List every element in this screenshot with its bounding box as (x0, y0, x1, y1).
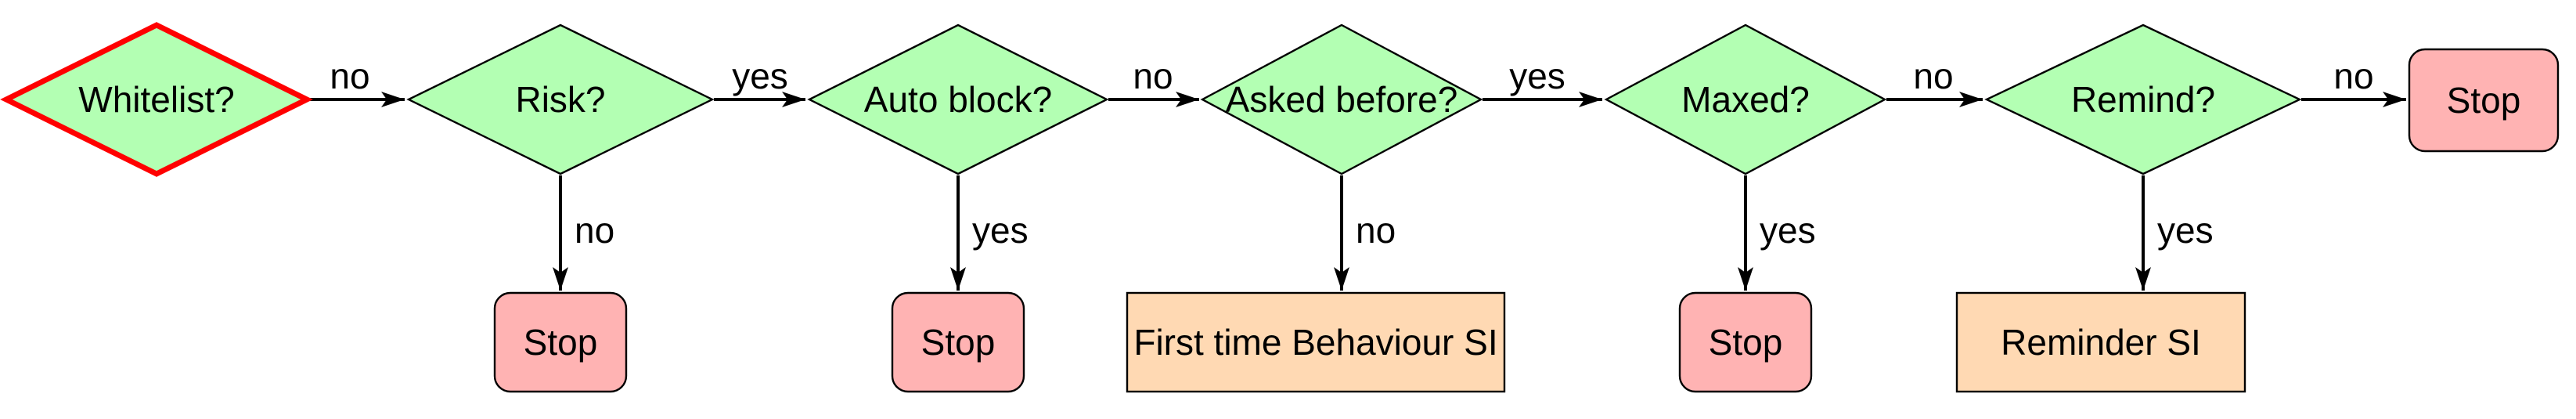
edge-auto-block-to-asked-before: no (1108, 56, 1199, 107)
remind-diamond (1984, 23, 2302, 175)
edge-label-asked-before-to-maxed: yes (1509, 56, 1565, 96)
edge-label-risk-to-auto-block: yes (732, 56, 788, 96)
stop-after-remind-label: Stop (2447, 80, 2521, 121)
edge-label-asked-before-to-first-time: no (1356, 210, 1396, 251)
stop-after-risk-box (493, 291, 628, 393)
first-time-behaviour-si-label: First time Behaviour SI (1133, 322, 1497, 363)
stop-after-risk-label: Stop (524, 322, 598, 363)
edge-remind-to-reminder-si: yes (2135, 175, 2214, 291)
first-time-behaviour-si-box (1126, 291, 1506, 393)
reminder-si-box (1955, 291, 2246, 393)
auto-block-diamond (807, 23, 1109, 175)
edge-risk-to-auto-block: yes (714, 56, 805, 107)
edge-risk-to-stop: no (553, 175, 614, 291)
node-whitelist: Whitelist? (0, 22, 313, 177)
node-stop-after-remind: Stop (2408, 48, 2560, 153)
stop-after-maxed-label: Stop (1709, 322, 1783, 363)
node-stop-after-risk: Stop (493, 291, 628, 393)
node-remind: Remind? (1984, 23, 2302, 175)
whitelist-label: Whitelist? (78, 79, 234, 120)
edge-label-risk-to-stop: no (575, 210, 614, 251)
edge-maxed-to-remind: no (1886, 56, 1983, 107)
node-asked-before: Asked before? (1200, 23, 1483, 175)
edge-label-remind-to-reminder-si: yes (2157, 210, 2214, 251)
remind-label: Remind? (2071, 79, 2215, 120)
node-first-time-behaviour-si: First time Behaviour SI (1126, 291, 1506, 393)
node-auto-block: Auto block? (807, 23, 1109, 175)
whitelist-diamond (0, 22, 313, 177)
edge-whitelist-to-risk: no (308, 56, 405, 107)
node-risk: Risk? (406, 23, 715, 175)
node-stop-after-auto-block: Stop (891, 291, 1025, 393)
edge-remind-to-stop: no (2301, 56, 2406, 107)
maxed-diamond (1604, 23, 1887, 175)
stop-after-auto-block-label: Stop (921, 322, 996, 363)
stop-after-maxed-box (1678, 291, 1813, 393)
edge-asked-before-to-maxed: yes (1483, 56, 1602, 107)
risk-label: Risk? (515, 79, 605, 120)
stop-after-auto-block-box (891, 291, 1025, 393)
edge-asked-before-to-first-time: no (1334, 175, 1396, 291)
edge-label-auto-block-to-asked-before: no (1133, 56, 1173, 96)
edge-label-whitelist-to-risk: no (330, 56, 369, 96)
asked-before-label: Asked before? (1226, 79, 1458, 120)
node-maxed: Maxed? (1604, 23, 1887, 175)
edge-label-maxed-to-remind: no (1913, 56, 1953, 96)
maxed-label: Maxed? (1681, 79, 1810, 120)
edge-label-remind-to-stop: no (2333, 56, 2373, 96)
risk-diamond (406, 23, 715, 175)
edge-label-maxed-to-stop: yes (1760, 210, 1816, 251)
asked-before-diamond (1200, 23, 1483, 175)
edge-maxed-to-stop: yes (1738, 175, 1816, 291)
auto-block-label: Auto block? (864, 79, 1052, 120)
node-reminder-si: Reminder SI (1955, 291, 2246, 393)
stop-after-remind-box (2408, 48, 2560, 153)
edge-auto-block-to-stop: yes (950, 175, 1029, 291)
reminder-si-label: Reminder SI (2001, 322, 2201, 363)
node-stop-after-maxed: Stop (1678, 291, 1813, 393)
edge-label-auto-block-to-stop: yes (972, 210, 1029, 251)
